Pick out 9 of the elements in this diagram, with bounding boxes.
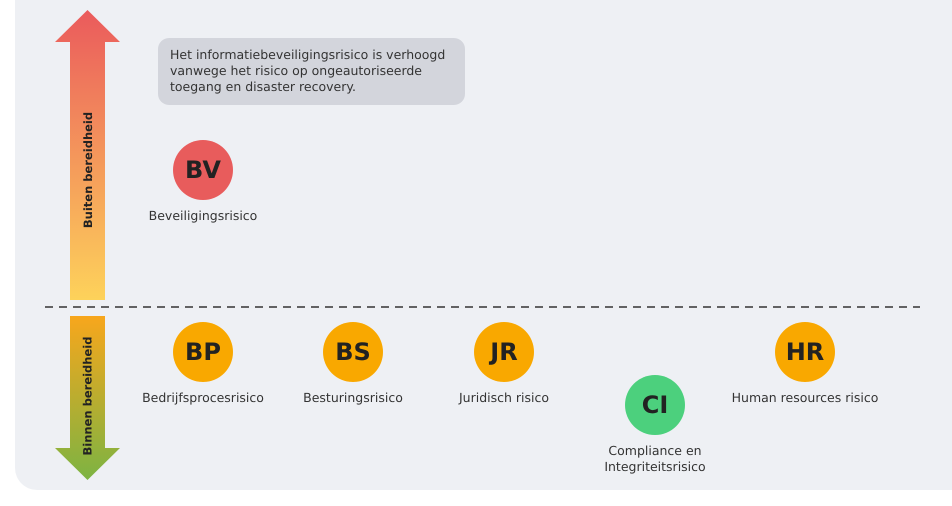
callout-note: Het informatiebeveiligingsrisico is verhoogd vanwege het risico op ongeautoriseerde toegang en disaster recovery. <box>158 38 465 105</box>
risk-label: Human resources risico <box>730 390 880 406</box>
axis-label: Buiten bereidheid <box>80 112 95 228</box>
risk-label: Compliance en Integriteitsrisico <box>603 443 707 475</box>
risk-label: Bedrijfsprocesrisico <box>141 390 265 406</box>
risk-label: Beveiligingsrisico <box>148 208 258 224</box>
risk-label: Juridisch risico <box>457 390 550 406</box>
risk-label: Besturingsrisico <box>302 390 404 406</box>
axis-label: Binnen bereidheid <box>80 336 94 456</box>
